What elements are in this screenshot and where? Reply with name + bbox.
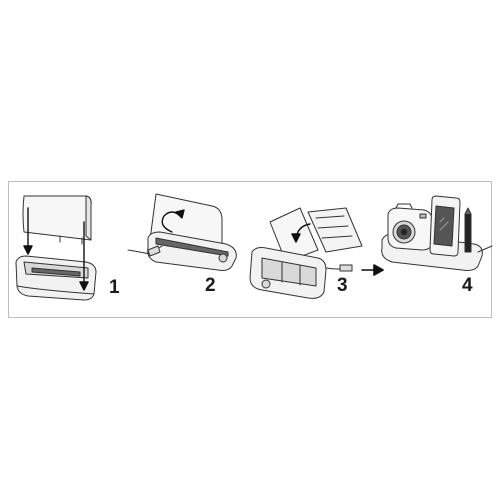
step3-tray — [307, 207, 363, 253]
phone-icon — [429, 195, 461, 257]
step-1-number: 1 — [109, 277, 120, 298]
down-arrow-icon — [23, 207, 89, 291]
rotate-arrow-icon — [161, 209, 185, 233]
step-2-number: 2 — [205, 275, 216, 296]
step-3-number: 3 — [337, 275, 348, 296]
stylus-icon — [464, 207, 472, 253]
step2-figure — [127, 193, 237, 271]
step1-figure — [15, 195, 97, 301]
curved-arrow-icon — [291, 223, 311, 243]
step3-figure — [249, 207, 384, 299]
right-arrow-icon — [361, 264, 384, 276]
camera-icon — [387, 203, 433, 251]
step-4-number: 4 — [462, 275, 473, 296]
step4-figure — [381, 195, 493, 271]
step1-cover — [22, 195, 92, 241]
